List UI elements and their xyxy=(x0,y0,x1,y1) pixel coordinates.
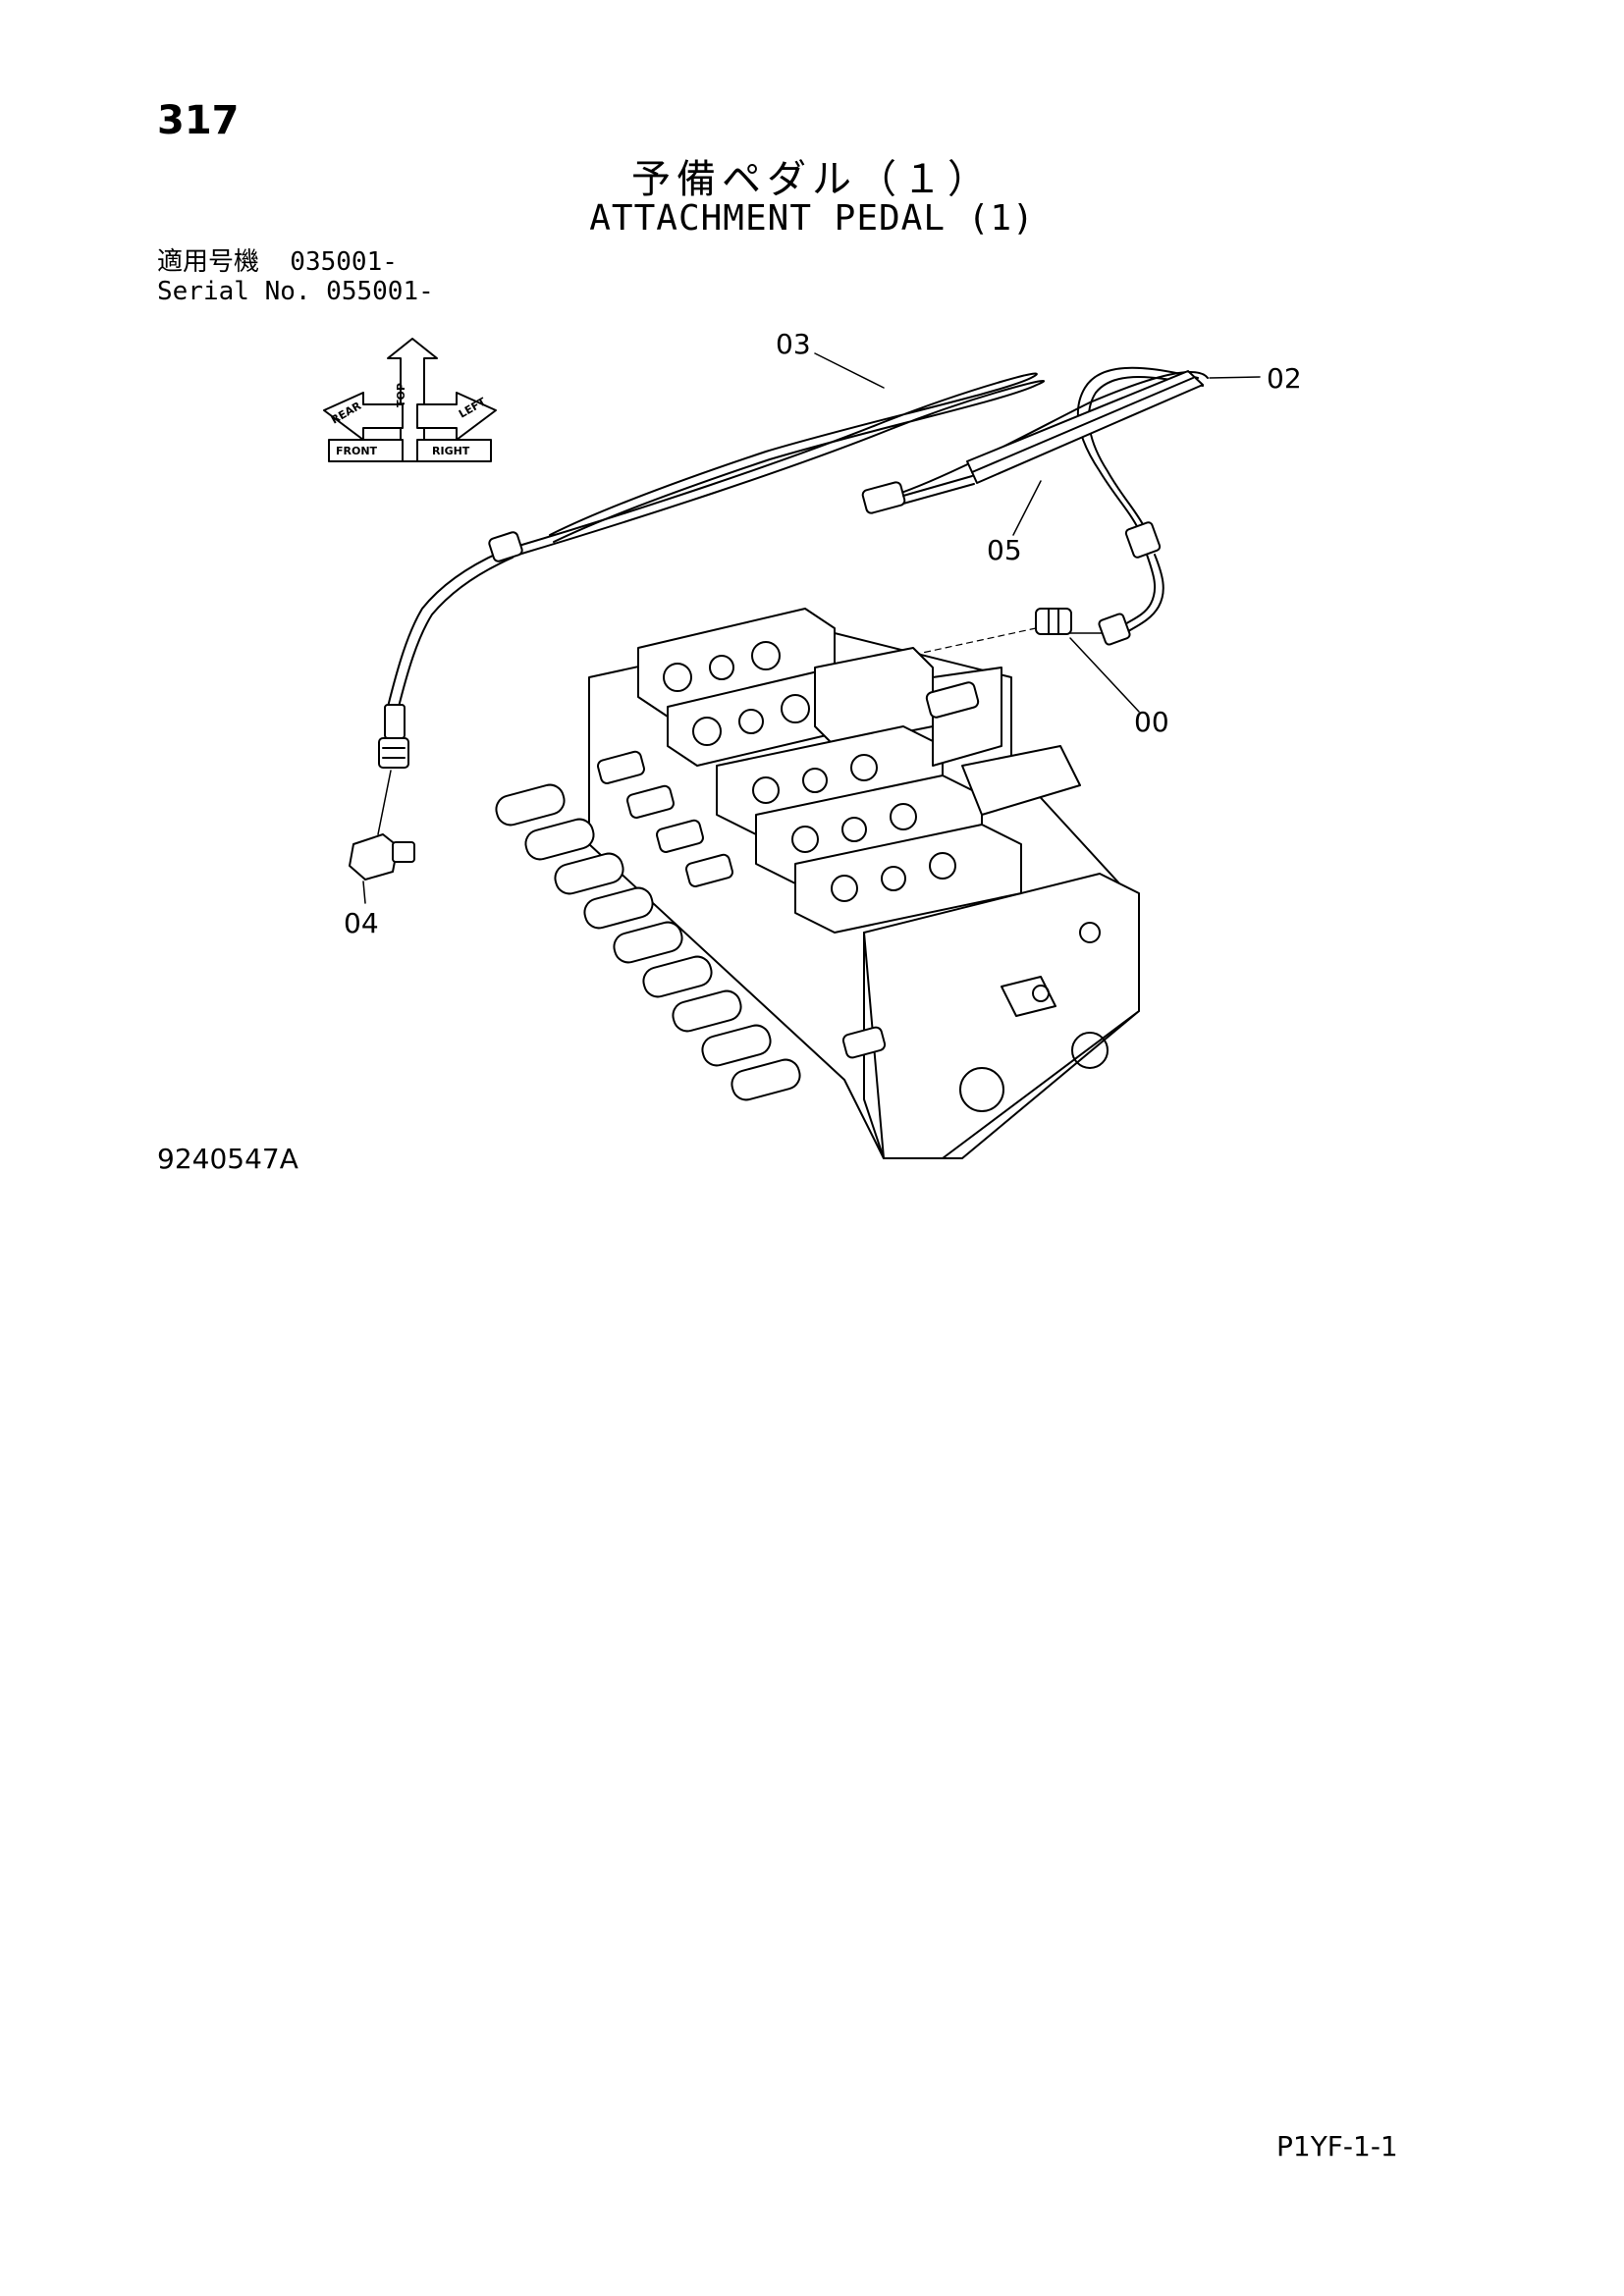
title-english: ATTACHMENT PEDAL (1) xyxy=(589,198,1035,239)
orient-top-label: TOP xyxy=(395,383,407,407)
control-valve-assembly xyxy=(495,608,1140,1159)
figure-code: 9240547A xyxy=(157,1143,298,1175)
callout-03: 03 xyxy=(776,328,811,360)
orient-right-label: RIGHT xyxy=(432,445,470,457)
protector-sleeve-05 xyxy=(861,370,1209,514)
hose-03 xyxy=(377,372,1045,835)
page-number: 317 xyxy=(157,98,240,143)
callout-02: 02 xyxy=(1267,362,1302,395)
serial-japanese: 適用号機 035001- xyxy=(157,247,398,277)
elbow-fitting-04 xyxy=(349,833,415,881)
callout-04: 04 xyxy=(344,907,379,939)
orientation-arrow-icon: TOP FRONT RIGHT REAR LEFT xyxy=(323,338,497,462)
callout-00: 00 xyxy=(1134,706,1169,738)
spool-cylinders xyxy=(495,681,980,1101)
page-footer-code: P1YF-1-1 xyxy=(1276,2130,1398,2163)
serial-block: 適用号機 035001- Serial No. 055001- xyxy=(157,247,434,306)
hose-02 xyxy=(1069,366,1204,646)
serial-english: Serial No. 055001- xyxy=(157,277,434,306)
title-japanese: 予備ペダル（１） xyxy=(631,157,993,202)
orient-front-label: FRONT xyxy=(336,445,378,457)
callout-05: 05 xyxy=(987,534,1022,566)
leader-lines xyxy=(362,352,1261,904)
